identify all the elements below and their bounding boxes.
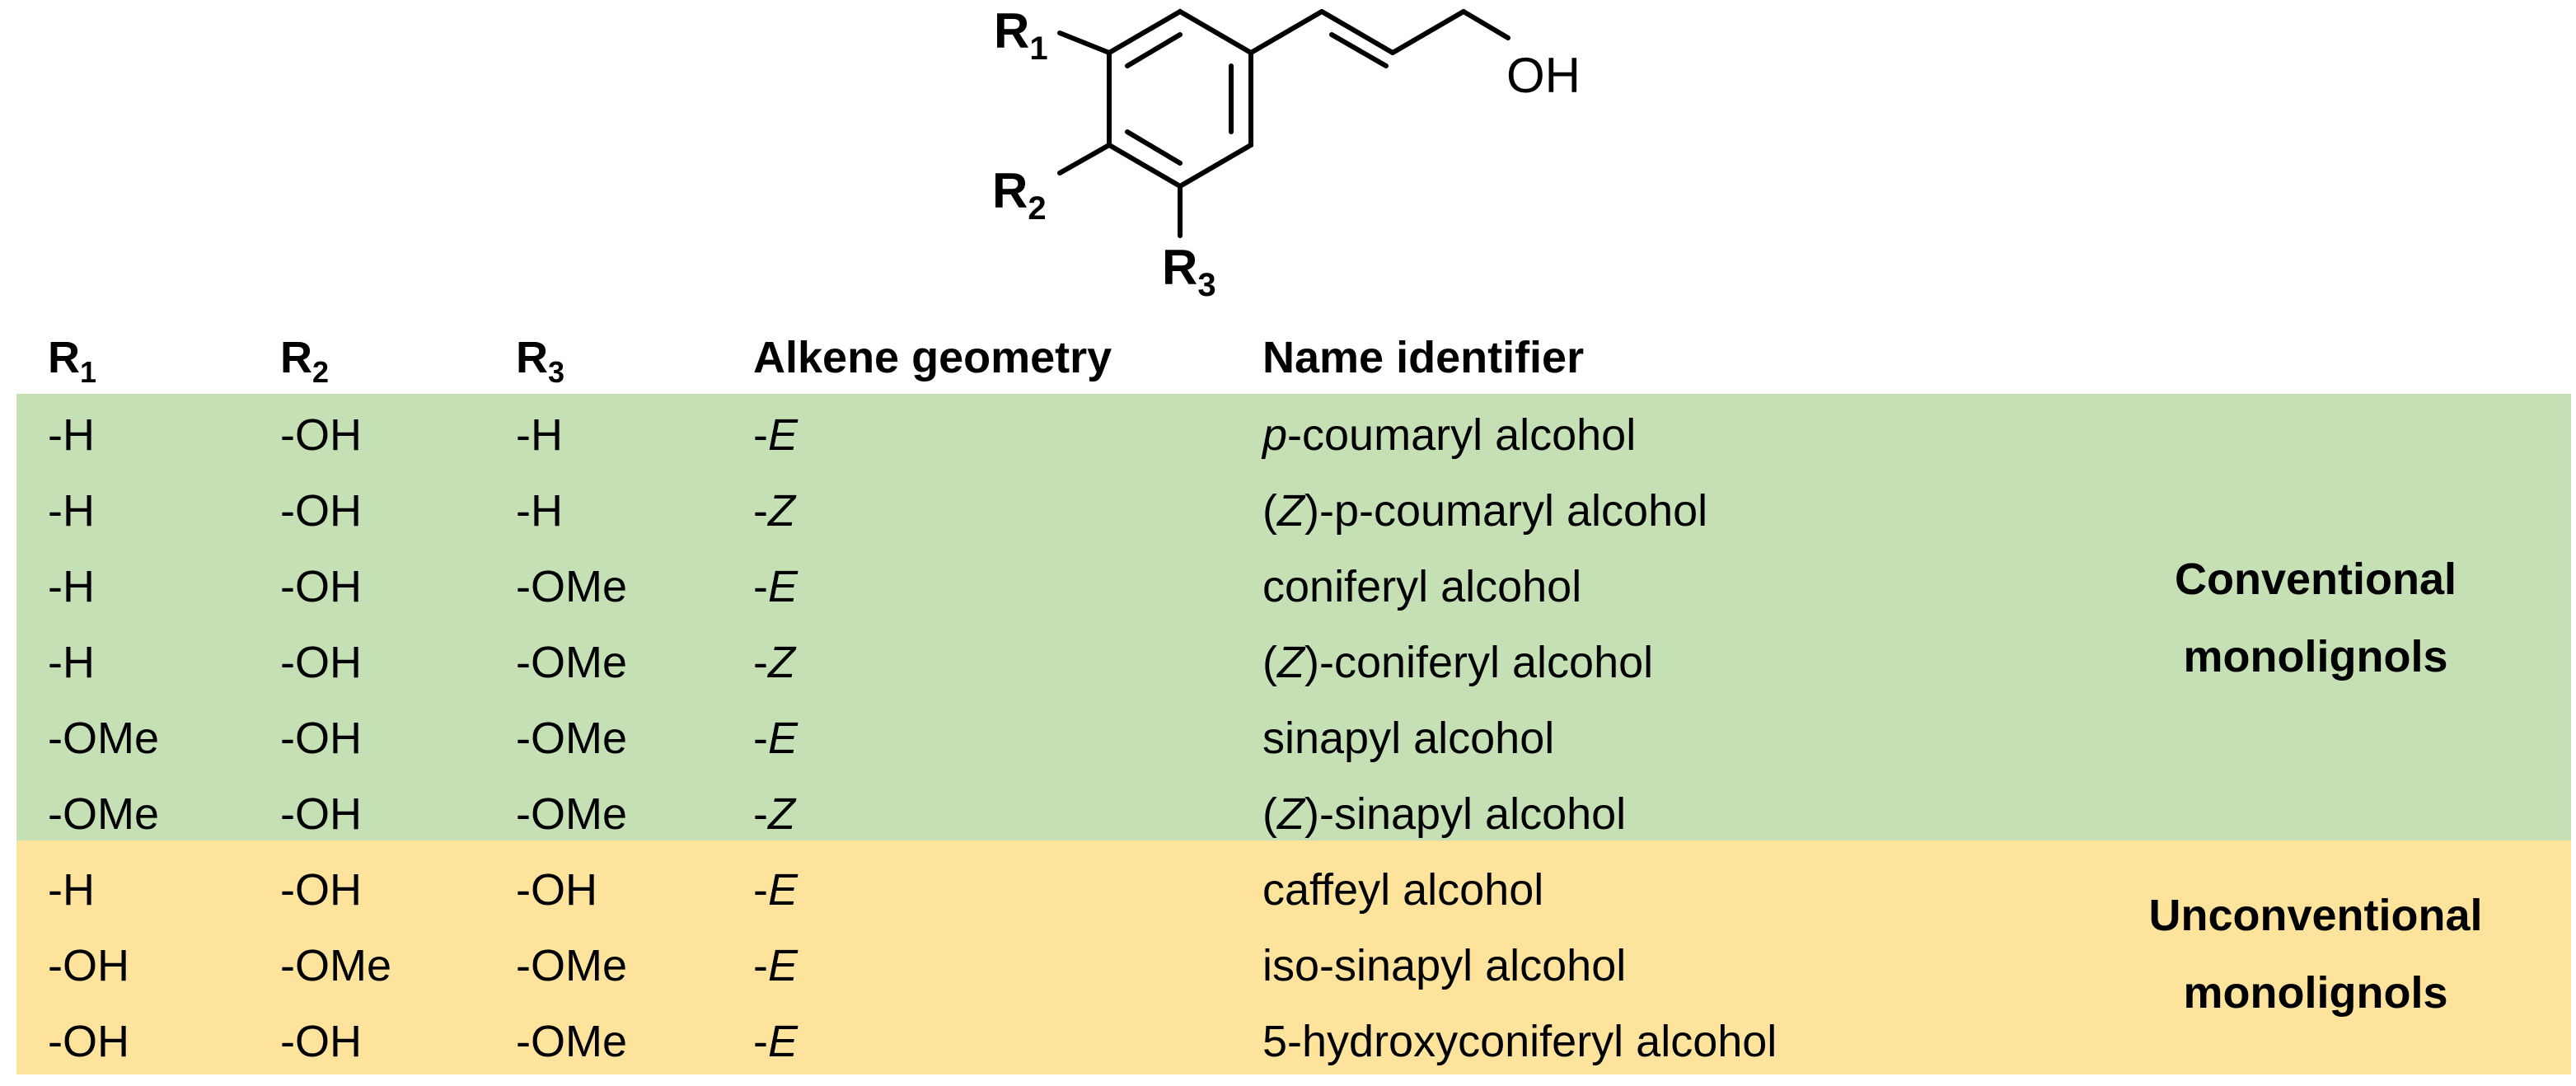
- cell-geometry: -E: [753, 410, 799, 460]
- cell-name: coniferyl alcohol: [1262, 562, 1582, 611]
- cell-r1: -H: [48, 562, 95, 611]
- monolignol-structure: OH R1 R2 R3: [992, 3, 1581, 303]
- cell-geometry: -E: [753, 1017, 799, 1066]
- substituent-bonds: [1057, 30, 1183, 238]
- cell-name: iso-sinapyl alcohol: [1262, 941, 1627, 990]
- cell-r1: -OMe: [48, 789, 159, 839]
- cell-geometry: -E: [753, 714, 799, 763]
- cell-r2: -OH: [280, 486, 362, 536]
- cell-geometry: -Z: [753, 789, 795, 839]
- cell-name: (Z)-sinapyl alcohol: [1262, 789, 1627, 839]
- cell-r3: -OH: [516, 865, 597, 915]
- cell-r2: -OH: [280, 865, 362, 915]
- cell-r3: -OMe: [516, 789, 627, 839]
- cell-r1: -H: [48, 410, 95, 460]
- cell-name: (Z)-p-coumaryl alcohol: [1262, 486, 1708, 536]
- cell-r1: -OH: [48, 1017, 129, 1066]
- propenol-chain: [1248, 9, 1510, 68]
- cell-r2: -OH: [280, 638, 362, 687]
- header-r3: R3: [516, 333, 565, 389]
- unconventional-group-label: Unconventional monolignols: [2148, 891, 2483, 1018]
- cell-name: caffeyl alcohol: [1262, 865, 1544, 915]
- cell-r2: -OH: [280, 562, 362, 611]
- unconventional-band: [16, 840, 2571, 1074]
- structure-oh-label: OH: [1506, 48, 1581, 103]
- structure-r3-label: R3: [1162, 240, 1216, 303]
- cell-name: (Z)-coniferyl alcohol: [1262, 638, 1654, 687]
- structure-r1-label: R1: [994, 3, 1048, 67]
- cell-name: p-coumaryl alcohol: [1262, 410, 1637, 460]
- header-geometry: Alkene geometry: [753, 333, 1112, 382]
- cell-r3: -OMe: [516, 638, 627, 687]
- cell-r1: -H: [48, 638, 95, 687]
- cell-r1: -H: [48, 486, 95, 536]
- cell-geometry: -E: [753, 865, 799, 915]
- cell-geometry: -E: [753, 941, 799, 990]
- cell-r2: -OMe: [280, 941, 391, 990]
- cell-r3: -H: [516, 486, 563, 536]
- conventional-band: [16, 394, 2571, 840]
- header-name: Name identifier: [1262, 333, 1585, 382]
- cell-r2: -OH: [280, 714, 362, 763]
- cell-r1: -H: [48, 865, 95, 915]
- cell-r3: -OMe: [516, 1017, 627, 1066]
- cell-geometry: -E: [753, 562, 799, 611]
- cell-r1: -OMe: [48, 714, 159, 763]
- structure-r2-label: R2: [992, 163, 1047, 227]
- cell-name: 5-hydroxyconiferyl alcohol: [1262, 1017, 1777, 1066]
- cell-r3: -OMe: [516, 562, 627, 611]
- cell-r1: -OH: [48, 941, 129, 990]
- cell-r2: -OH: [280, 789, 362, 839]
- conventional-group-label: Conventional monolignols: [2174, 555, 2457, 681]
- benzene-ring: [1107, 8, 1253, 190]
- cell-r3: -OMe: [516, 714, 627, 763]
- header-r1: R1: [48, 333, 97, 389]
- cell-geometry: -Z: [753, 486, 795, 536]
- header-r2: R2: [280, 333, 330, 389]
- cell-geometry: -Z: [753, 638, 795, 687]
- cell-r2: -OH: [280, 1017, 362, 1066]
- cell-r2: -OH: [280, 410, 362, 460]
- cell-r3: -H: [516, 410, 563, 460]
- cell-name: sinapyl alcohol: [1262, 714, 1555, 763]
- cell-r3: -OMe: [516, 941, 627, 990]
